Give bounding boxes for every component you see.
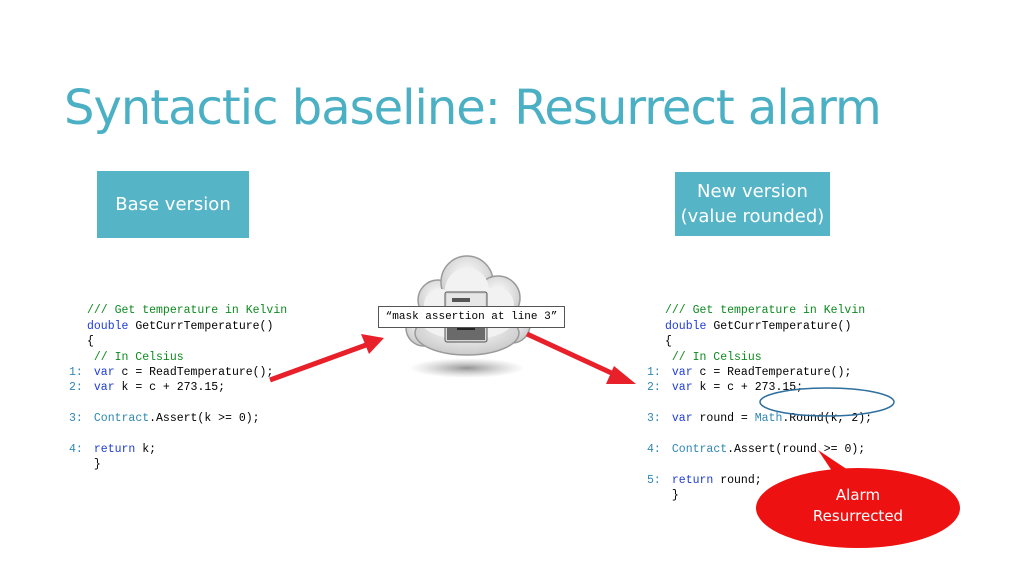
code-line: double GetCurrTemperature(): [87, 319, 274, 333]
code-line-3: 3: Contract.Assert(k >= 0);: [69, 412, 260, 426]
alarm-callout: [756, 450, 960, 548]
new-version-box: New version (value rounded): [675, 172, 830, 236]
highlight-ellipse: [759, 387, 895, 417]
code-line-5: 5: return round;: [647, 473, 762, 487]
arrow-cloud-to-right: [525, 331, 636, 384]
mask-assertion-callout: “mask assertion at line 3”: [378, 306, 565, 328]
new-version-label-line2: (value rounded): [680, 206, 825, 227]
code-line: {: [87, 335, 94, 349]
base-version-box: Base version: [97, 171, 249, 238]
code-line: }: [665, 489, 679, 503]
code-line: // In Celsius: [87, 350, 184, 364]
code-line: /// Get temperature in Kelvin: [665, 304, 866, 318]
code-line-2: 2: var k = c + 273.15;: [69, 381, 226, 395]
code-line: {: [665, 335, 672, 349]
code-line-4: 4: Contract.Assert(round >= 0);: [647, 442, 866, 456]
code-line: }: [87, 458, 101, 472]
base-version-label: Base version: [115, 194, 231, 215]
alarm-resurrected-label: Alarm Resurrected: [812, 486, 904, 525]
slide-title: Syntactic baseline: Resurrect alarm: [64, 80, 882, 136]
code-line: double GetCurrTemperature(): [665, 319, 852, 333]
arrow-left-to-cloud: [269, 334, 384, 383]
new-version-label-line1: New version: [697, 181, 808, 202]
code-line-4: 4: return k;: [69, 442, 157, 456]
code-line: /// Get temperature in Kelvin: [87, 304, 288, 318]
code-line: // In Celsius: [665, 350, 762, 364]
code-line-1: 1: var c = ReadTemperature();: [647, 365, 852, 379]
code-line-1: 1: var c = ReadTemperature();: [69, 365, 274, 379]
code-line-2: 2: var k = c + 273.15;: [647, 381, 804, 395]
